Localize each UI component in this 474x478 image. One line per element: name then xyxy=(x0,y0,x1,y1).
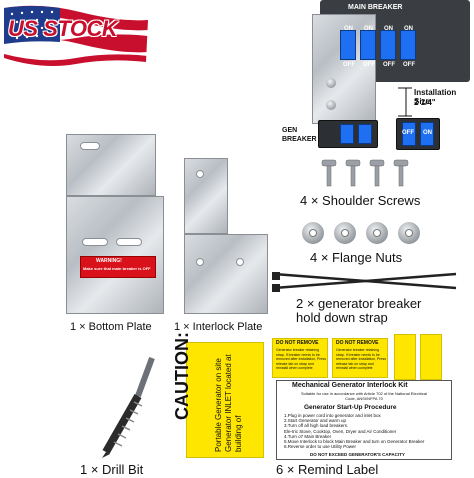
gen-breaker-label: GEN BREAKER xyxy=(282,127,317,143)
do-not-remove-title: DO NOT REMOVE xyxy=(276,340,319,346)
switch-label-on: ON xyxy=(344,26,353,32)
step-item: 2.Start Generator and warm up xyxy=(284,418,347,424)
step-item: Ele-tric Stove, Cooktop, Oven, Dryer and… xyxy=(284,428,397,434)
flange-nut-icon xyxy=(302,222,324,244)
do-not-remove-title: DO NOT REMOVE xyxy=(336,340,379,346)
panel-screw-icon xyxy=(326,100,336,110)
interlock-plate-lower xyxy=(184,234,268,314)
kit-title: Mechanical Generator Interlock Kit xyxy=(292,382,408,389)
switch-label-off: OFF xyxy=(403,62,415,68)
switch-label-on: ON xyxy=(404,26,413,32)
step-item: 5.Move Interlock to block Main Breaker a… xyxy=(284,439,425,445)
do-not-remove-label-vertical xyxy=(420,334,442,380)
do-not-remove-body: Generator breaker retaining strap. If br… xyxy=(276,348,326,370)
drill-bit-image xyxy=(102,356,155,458)
caution-label xyxy=(186,342,264,458)
kit-footer: DO NOT EXCEED GENERATOR'S CAPACITY xyxy=(310,452,405,457)
procedure-title: Generator Start-Up Procedure xyxy=(304,404,397,411)
warning-sticker-body: Make sure that main breaker is OFF xyxy=(83,266,151,271)
us-flag-banner xyxy=(4,5,148,66)
step-item: 4.Turn o7 Main Breaker xyxy=(284,433,332,439)
drill-bit-caption: 1 × Drill Bit xyxy=(80,462,144,477)
switch-label-on: ON xyxy=(384,26,393,32)
gen-breaker-switch xyxy=(340,124,354,144)
switch-label-on: ON xyxy=(364,26,373,32)
plate-slot-hole xyxy=(82,238,108,246)
step-item: 6.Reverse order to use Utility Power xyxy=(284,444,357,450)
flange-nut-icon xyxy=(366,222,388,244)
strap-caption-line1: 2 × generator breaker xyxy=(296,296,422,311)
interlock-kit-label xyxy=(276,380,452,460)
main-breaker-switch xyxy=(360,30,376,60)
flange-nut-icon xyxy=(398,222,420,244)
do-not-remove-label xyxy=(332,338,388,378)
interlock-plate-caption: 1 × Interlock Plate xyxy=(174,321,263,333)
switch-label-off: OFF xyxy=(343,62,355,68)
main-breaker-switch xyxy=(380,30,396,60)
strap-caption-line2: hold down strap xyxy=(296,310,388,325)
gen-breaker-detail-switch xyxy=(402,122,416,146)
switch-label-off: OFF xyxy=(363,62,375,68)
installation-size-value: 2 1/4" xyxy=(414,98,436,107)
size-bracket-icon xyxy=(398,87,412,117)
gen-switch-label: ON xyxy=(423,130,432,136)
kit-subtitle: Suitable for use in accordance with Arti… xyxy=(300,391,428,401)
panel-screw-icon xyxy=(326,78,336,88)
shoulder-screws-image xyxy=(321,159,409,187)
interlock-plate-upper xyxy=(184,158,228,234)
shoulder-screws-caption: 4 × Shoulder Screws xyxy=(300,193,421,208)
caution-label-subtitle: Portable Generator on site Generator INL… xyxy=(214,354,243,452)
us-stock-text: US STOCK xyxy=(8,16,118,41)
hold-down-strap-image xyxy=(272,272,457,292)
bottom-plate-lower xyxy=(66,196,164,314)
plate-screw-hole xyxy=(196,258,204,266)
do-not-remove-body: Generator breaker retaining strap. If br… xyxy=(336,348,386,370)
plate-screw-hole xyxy=(236,258,244,266)
warning-sticker-title: WARNING! xyxy=(96,258,122,264)
gen-breaker-detail-switch xyxy=(420,122,434,146)
installation-size-label: Installation Size xyxy=(414,88,457,106)
do-not-remove-label-vertical xyxy=(394,334,416,380)
flange-nuts-caption: 4 × Flange Nuts xyxy=(310,250,403,265)
step-item: 1.Plug in power cord into generator and … xyxy=(284,413,381,418)
step-item: 3.Turn off all high load breakers. xyxy=(284,423,349,429)
main-breaker-switch xyxy=(400,30,416,60)
plate-slot-hole xyxy=(116,238,142,246)
main-breaker-switch xyxy=(340,30,356,60)
switch-label-off: OFF xyxy=(383,62,395,68)
bottom-plate-caption: 1 × Bottom Plate xyxy=(70,321,152,333)
caution-label-title: CAUTION: xyxy=(172,332,192,420)
main-breaker-title: MAIN BREAKER xyxy=(348,4,403,11)
gen-switch-label: OFF xyxy=(402,130,414,136)
warning-sticker xyxy=(80,256,156,278)
flange-nut-icon xyxy=(334,222,356,244)
plate-slot-hole xyxy=(80,142,100,150)
do-not-remove-label xyxy=(272,338,328,378)
procedure-steps: 1.Plug in power cord into generator and … xyxy=(284,413,446,449)
plate-screw-hole xyxy=(196,170,204,178)
gen-breaker-switch xyxy=(358,124,372,144)
remind-label-caption: 6 × Remind Label xyxy=(276,462,379,477)
